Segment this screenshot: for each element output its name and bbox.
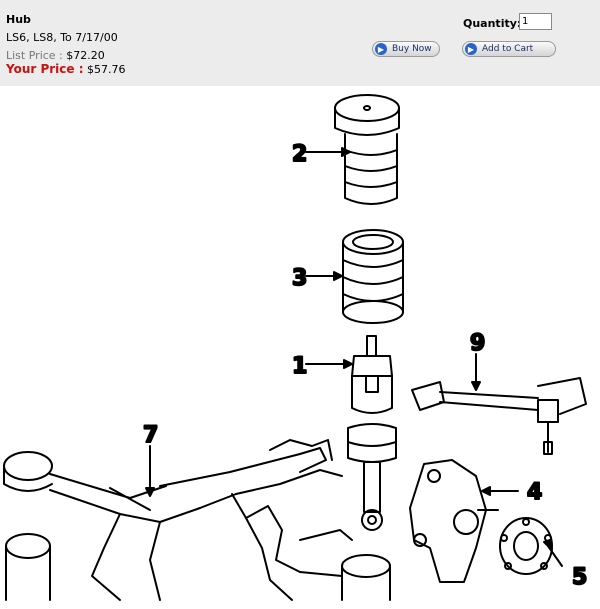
callout-arrows [145, 147, 563, 567]
part-4-knuckle [409, 459, 499, 583]
quantity-input[interactable] [519, 13, 552, 30]
your-price-value: $57.76 [87, 63, 126, 76]
product-name: Hub [6, 13, 31, 26]
list-price-label: List Price : [6, 49, 63, 62]
part-5-hub [499, 517, 553, 575]
callout-7: 7 [143, 423, 158, 448]
callout-4: 4 [527, 480, 542, 505]
part-7-subframe [3, 439, 391, 601]
buy-now-label: Buy Now [392, 44, 432, 54]
list-price-value: $72.20 [66, 49, 105, 62]
callout-3: 3 [292, 266, 307, 291]
quantity-label: Quantity: [463, 17, 522, 30]
your-price-label: Your Price : [6, 62, 84, 76]
part-1-strut [347, 335, 397, 531]
buy-now-button[interactable]: ▶ Buy Now [372, 41, 440, 57]
your-price: Your Price : $57.76 [6, 62, 126, 76]
parts-diagram: 2 3 1 4 5 7 9 [3, 94, 588, 601]
add-to-cart-label: Add to Cart [482, 44, 534, 54]
product-description: LS6, LS8, To 7/17/00 [6, 31, 118, 44]
part-9-link [411, 377, 587, 455]
callout-5: 5 [572, 565, 587, 590]
callout-1: 1 [292, 354, 307, 379]
add-to-cart-button[interactable]: ▶ Add to Cart [462, 41, 556, 57]
callout-2: 2 [292, 142, 307, 167]
part-3-spring [342, 229, 404, 324]
arrow-right-icon: ▶ [375, 43, 387, 55]
list-price: List Price : $72.20 [6, 49, 105, 62]
arrow-right-icon: ▶ [465, 43, 477, 55]
callout-9: 9 [470, 331, 485, 356]
product-header: Hub LS6, LS8, To 7/17/00 List Price : $7… [0, 0, 600, 86]
part-2-bump-stop [334, 94, 400, 205]
